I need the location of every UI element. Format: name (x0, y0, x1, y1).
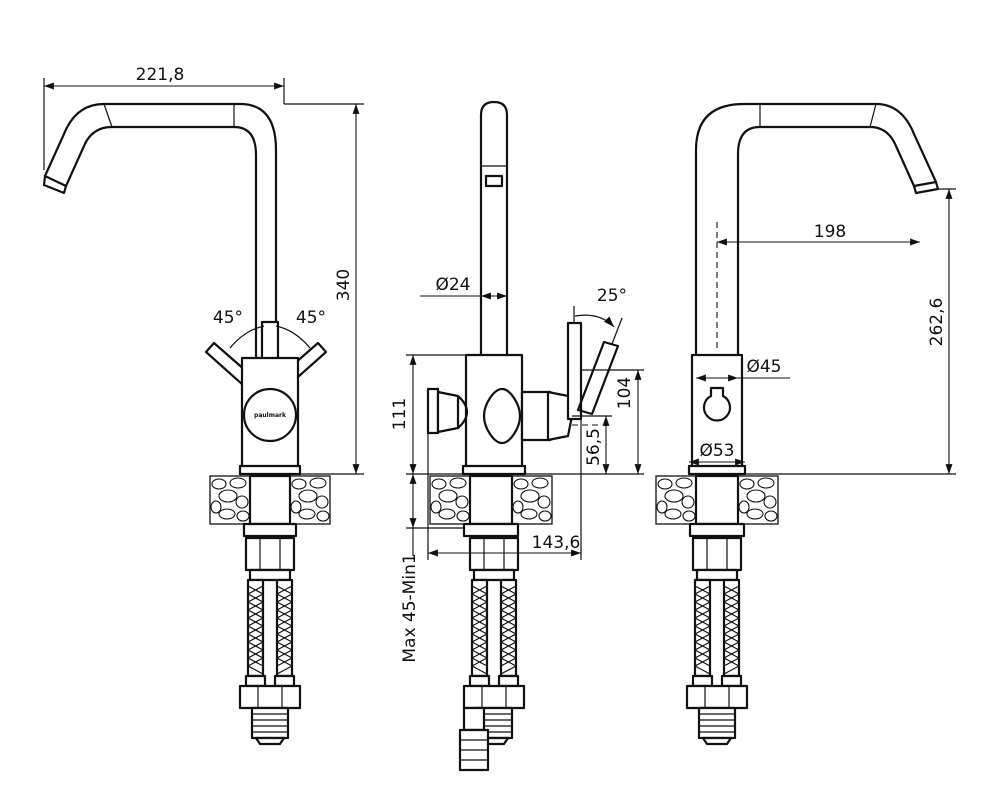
dim-total-height: 340 (334, 269, 354, 301)
side-view: Ø24 25° 111 (390, 100, 644, 772)
dim-lever-height: 104 (615, 377, 635, 409)
dim-base-diameter: Ø53 (699, 441, 734, 461)
dim-handle-angle: 25° (597, 286, 627, 306)
dim-right-angle: 45° (296, 308, 326, 328)
dim-depth: 143,6 (532, 533, 581, 553)
dim-aerator-reach: 198 (814, 222, 846, 242)
front-view: paulmark 221,8 340 45° 45° (42, 65, 364, 746)
dim-lever-offset: 56,5 (584, 428, 604, 466)
dim-column-diameter: Ø45 (746, 357, 781, 377)
rear-view: 198 262,6 Ø45 Ø53 (655, 102, 956, 746)
dim-left-angle: 45° (213, 308, 243, 328)
dim-body-height: 111 (390, 398, 410, 430)
dim-spout-reach: 221,8 (136, 65, 185, 85)
dim-aerator-height: 262,6 (927, 298, 947, 347)
brand-logo: paulmark (254, 412, 287, 419)
dim-spout-diameter: Ø24 (435, 275, 470, 295)
dim-mount-thickness: Max 45-Min1 (400, 553, 420, 662)
